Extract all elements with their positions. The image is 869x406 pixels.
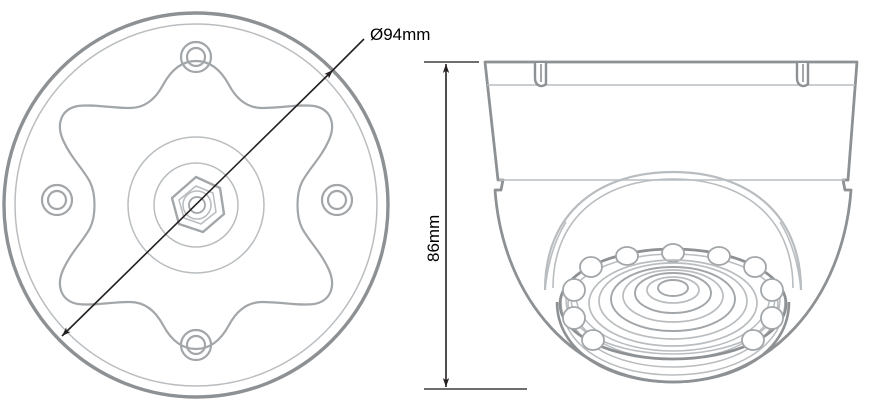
ir-led: [743, 256, 767, 278]
ir-led: [562, 278, 586, 302]
height-dimension-label: 86mm: [424, 215, 443, 262]
ir-led: [707, 246, 731, 266]
diameter-dimension-label: Ø94mm: [370, 25, 430, 44]
side-view-group: 86mm: [424, 60, 859, 390]
mounting-hole-bottom: [179, 328, 213, 362]
ir-led: [760, 278, 784, 302]
ir-led: [579, 256, 603, 278]
bubble-sweep-left: [544, 221, 567, 291]
mounting-hole-right: [320, 183, 354, 217]
ir-led: [760, 306, 784, 330]
ir-led: [661, 243, 685, 263]
lens-barrel-rings: [588, 259, 758, 347]
bubble-sweep-right: [779, 221, 802, 291]
dome-bubble-inner: [552, 178, 794, 289]
lens-center: [657, 279, 689, 297]
mounting-hole-left: [40, 183, 74, 217]
trapezoid-housing: [483, 60, 859, 384]
mounting-hole-top: [179, 40, 213, 74]
ir-led: [615, 246, 639, 266]
top-view-group: Ø94mm: [2, 11, 430, 399]
inner-rim-circle: [14, 23, 378, 387]
ir-led: [562, 306, 586, 330]
outer-rim-circle: [2, 11, 390, 399]
dome-bubble-outer: [543, 170, 803, 291]
diameter-dimension-line: [61, 69, 334, 337]
ir-led: [741, 329, 765, 351]
ir-led-ring: [562, 243, 784, 351]
center-screw-ring-inner: [188, 196, 206, 214]
ir-led: [581, 329, 605, 351]
center-screw-ring-outer: [182, 190, 212, 220]
diameter-leader-line: [332, 38, 365, 71]
